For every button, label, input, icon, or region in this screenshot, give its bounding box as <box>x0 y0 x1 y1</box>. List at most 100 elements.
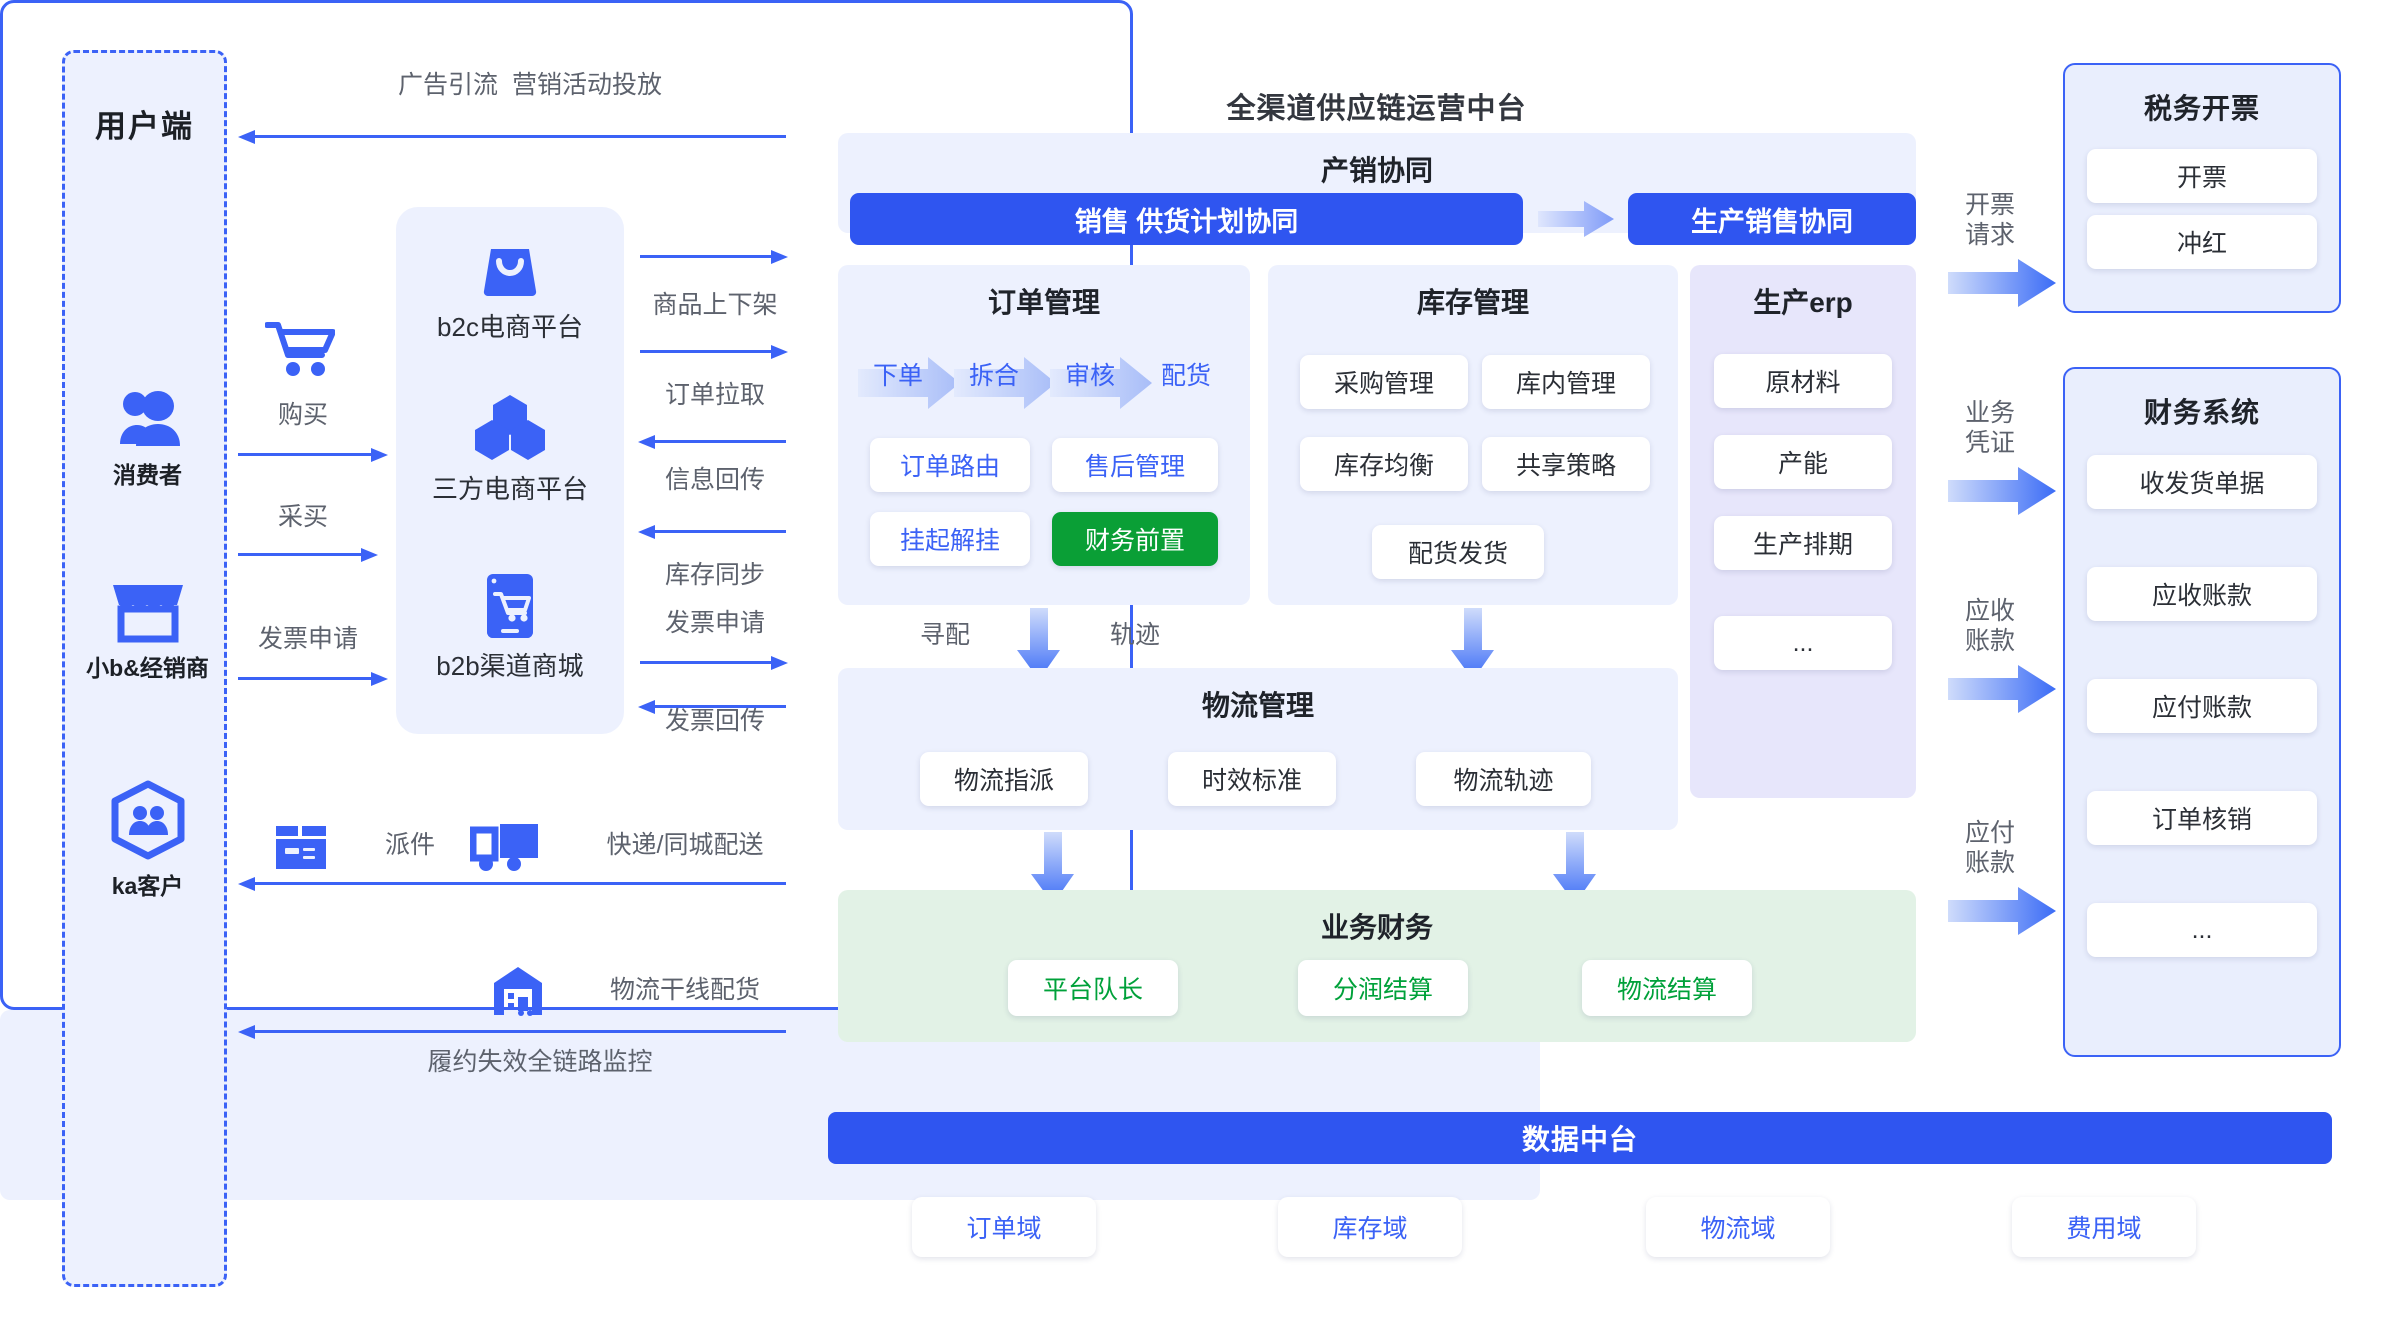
finance-chip-0[interactable]: 平台队长 <box>1008 960 1178 1016</box>
label-payable: 应付 账款 <box>1964 819 2015 877</box>
user-panel-title: 用户端 <box>95 109 194 144</box>
order-flow-chevrons-icon <box>858 357 1152 409</box>
hexagons-icon <box>475 395 545 460</box>
erp-chip-2[interactable]: 生产排期 <box>1714 516 1892 570</box>
order-flow-step-0: 下单 <box>872 362 923 390</box>
arrow-order-pull <box>640 345 788 359</box>
arrow-info-return <box>638 435 786 449</box>
erp-chip-3[interactable]: ... <box>1714 616 1892 670</box>
users-icon <box>119 391 180 446</box>
label-business-voucher: 业务 凭证 <box>1964 399 2015 457</box>
user-item-smallb[interactable]: 小b&经销商 <box>65 581 230 683</box>
logistics-chip-0[interactable]: 物流指派 <box>920 752 1088 806</box>
data-chip-1[interactable]: 库存域 <box>1278 1197 1462 1257</box>
warehouse-truck-icon <box>494 967 542 1016</box>
user-item-label: ka客户 <box>111 873 184 899</box>
finance-chip-2[interactable]: 物流结算 <box>1582 960 1752 1016</box>
inventory-chip-3[interactable]: 共享策略 <box>1482 437 1650 491</box>
erp-chip-1[interactable]: 产能 <box>1714 435 1892 489</box>
tax-chip-0[interactable]: 开票 <box>2087 149 2317 203</box>
order-chip-2[interactable]: 挂起解挂 <box>870 512 1030 566</box>
delivery-truck-icon <box>470 824 538 871</box>
finsys-chip-4[interactable]: ... <box>2087 903 2317 957</box>
parcel-box-icon <box>276 826 326 869</box>
erp-chip-0[interactable]: 原材料 <box>1714 354 1892 408</box>
arrow-invoice-request-mid <box>640 656 788 670</box>
label-stock-sync: 库存同步 <box>664 561 765 589</box>
user-item-label: 消费者 <box>113 462 182 488</box>
order-flow-step-3: 配货 <box>1160 362 1211 390</box>
platform-item-b2c[interactable]: b2c电商平台 <box>396 235 624 344</box>
arrow-down-logistics-to-finance-right-icon <box>1553 832 1596 904</box>
order-chip-0[interactable]: 订单路由 <box>870 438 1030 492</box>
label-find-match: 寻配 <box>919 621 970 649</box>
user-panel: 用户端 消费者 小b&经销商 <box>62 50 227 1287</box>
data-chip-0[interactable]: 订单域 <box>912 1197 1096 1257</box>
data-chip-2[interactable]: 物流域 <box>1646 1197 1830 1257</box>
arrow-marketing-left <box>238 130 786 144</box>
panel-tax-invoice: 税务开票 开票 冲红 <box>2063 63 2341 313</box>
label-invoice-return: 发票回传 <box>664 707 765 735</box>
finsys-chip-0[interactable]: 收发货单据 <box>2087 455 2317 509</box>
data-platform-banner: 数据中台 <box>828 1112 2332 1164</box>
arrow-down-order-to-logistics-icon <box>1017 608 1060 680</box>
label-trace: 轨迹 <box>1109 621 1160 649</box>
section-business-finance-title: 业务财务 <box>1320 912 1433 943</box>
label-invoice-req-right: 开票 请求 <box>1964 191 2015 249</box>
label-top-marketing: 广告引流 营销活动投放 <box>398 71 662 99</box>
tax-chip-1[interactable]: 冲红 <box>2087 215 2317 269</box>
panel-finance-system: 财务系统 收发货单据 应收账款 应付账款 订单核销 ... <box>2063 367 2341 1057</box>
section-coordination-title: 产销协同 <box>1320 155 1433 186</box>
finsys-chip-2[interactable]: 应付账款 <box>2087 679 2317 733</box>
arrow-right-invoice-icon <box>1948 259 2056 307</box>
panel-finance-system-title: 财务系统 <box>2143 397 2260 428</box>
ka-customer-icon <box>111 780 184 860</box>
order-flow-step-2: 审核 <box>1064 362 1115 390</box>
platform-card: b2c电商平台 三方电商平台 b2b渠道商城 <box>396 207 624 734</box>
shopping-cart-icon <box>265 322 335 376</box>
platform-item-label: b2c电商平台 <box>437 312 583 342</box>
arrow-invoice-return <box>638 700 786 714</box>
label-invoice-request-left: 发票申请 <box>257 625 358 653</box>
arrow-invoice-request-left <box>238 672 388 686</box>
arrow-down-inventory-to-logistics-icon <box>1451 608 1494 680</box>
label-invoice-request-mid: 发票申请 <box>664 609 765 637</box>
user-item-ka[interactable]: ka客户 <box>65 779 230 901</box>
inventory-chip-0[interactable]: 采购管理 <box>1300 355 1468 409</box>
shopping-bag-icon <box>483 249 537 297</box>
coordination-right-button[interactable]: 生产销售协同 <box>1628 193 1916 245</box>
section-order-mgmt-title: 订单管理 <box>987 287 1100 318</box>
logistics-chip-2[interactable]: 物流轨迹 <box>1416 752 1591 806</box>
data-chip-3[interactable]: 费用域 <box>2012 1197 2196 1257</box>
label-trunk-line: 物流干线配货 <box>609 976 760 1004</box>
finance-chip-1[interactable]: 分润结算 <box>1298 960 1468 1016</box>
platform-item-b2b[interactable]: b2b渠道商城 <box>396 572 624 683</box>
order-chip-3[interactable]: 财务前置 <box>1052 512 1218 566</box>
label-receivable: 应收 账款 <box>1964 597 2015 655</box>
logistics-chip-1[interactable]: 时效标准 <box>1168 752 1336 806</box>
arrow-right-gradient-icon <box>1538 201 1614 237</box>
inventory-chip-2[interactable]: 库存均衡 <box>1300 437 1468 491</box>
inventory-chip-1[interactable]: 库内管理 <box>1482 355 1650 409</box>
label-express-city: 快递/同城配送 <box>606 831 764 859</box>
inventory-chip-4[interactable]: 配货发货 <box>1372 525 1544 579</box>
order-chip-1[interactable]: 售后管理 <box>1052 438 1218 492</box>
main-panel-title: 全渠道供应链运营中台 <box>1226 93 1527 125</box>
platform-item-third[interactable]: 三方电商平台 <box>396 393 624 506</box>
label-order-pull: 订单拉取 <box>664 381 765 409</box>
finsys-chip-1[interactable]: 应收账款 <box>2087 567 2317 621</box>
arrow-stock-sync <box>638 525 786 539</box>
arrow-purchase <box>238 448 388 462</box>
user-item-consumer[interactable]: 消费者 <box>65 388 230 490</box>
coordination-left-button[interactable]: 销售 供货计划协同 <box>850 193 1523 245</box>
arrow-right-payable-icon <box>1948 887 2056 935</box>
section-production-erp-title: 生产erp <box>1753 287 1853 318</box>
storefront-icon <box>112 585 183 643</box>
platform-item-label: b2b渠道商城 <box>436 651 584 681</box>
platform-item-label: 三方电商平台 <box>431 474 588 504</box>
label-delivery: 派件 <box>384 831 435 859</box>
finsys-chip-3[interactable]: 订单核销 <box>2087 791 2317 845</box>
order-flow-step-1: 拆合 <box>968 362 1019 390</box>
arrow-down-logistics-to-finance-left-icon <box>1031 832 1074 904</box>
